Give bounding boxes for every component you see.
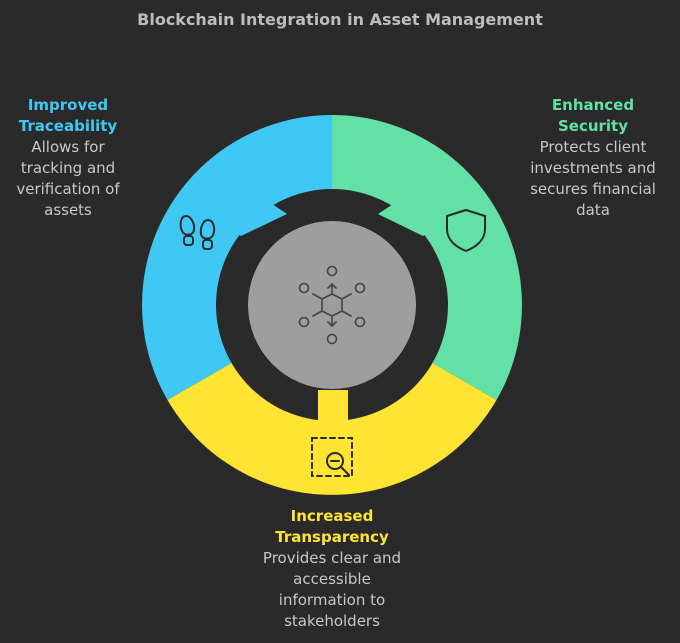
traceability-desc-line: verification of (16, 180, 120, 198)
security-desc-line: Protects client (539, 138, 647, 156)
transparency-heading-line1: Increased (290, 507, 374, 525)
traceability-heading-line1: Improved (27, 96, 109, 114)
traceability-label-block: Improved Traceability Allows for trackin… (0, 95, 136, 221)
security-desc-line: secures financial (530, 180, 656, 198)
security-heading-line2: Security (557, 117, 629, 135)
security-label-block: Enhanced Security Protects client invest… (518, 95, 668, 221)
security-desc-line: data (576, 201, 610, 219)
traceability-desc-line: Allows for (31, 138, 105, 156)
security-desc-line: investments and (530, 159, 656, 177)
center-hub (248, 221, 416, 389)
magnify-frame-icon (311, 437, 353, 477)
security-heading-line1: Enhanced (551, 96, 635, 114)
segment-transparency (167, 358, 497, 495)
shield-icon (446, 209, 486, 252)
transparency-desc-line: accessible (293, 570, 371, 588)
traceability-desc-line: assets (44, 201, 92, 219)
transparency-heading-line2: Transparency (275, 528, 389, 546)
network-hub-icon (298, 265, 366, 345)
traceability-desc-line: tracking and (20, 159, 116, 177)
tab-transparency (318, 390, 348, 424)
traceability-heading-line2: Traceability (18, 117, 118, 135)
transparency-desc-line: Provides clear and (262, 549, 402, 567)
transparency-desc-line: information to (278, 591, 386, 609)
transparency-label-block: Increased Transparency Provides clear an… (240, 506, 424, 632)
transparency-desc-line: stakeholders (284, 612, 380, 630)
page-title: Blockchain Integration in Asset Manageme… (137, 10, 543, 29)
tab-security (378, 199, 434, 236)
tab-traceability (232, 199, 287, 236)
footprints-icon (179, 215, 216, 250)
